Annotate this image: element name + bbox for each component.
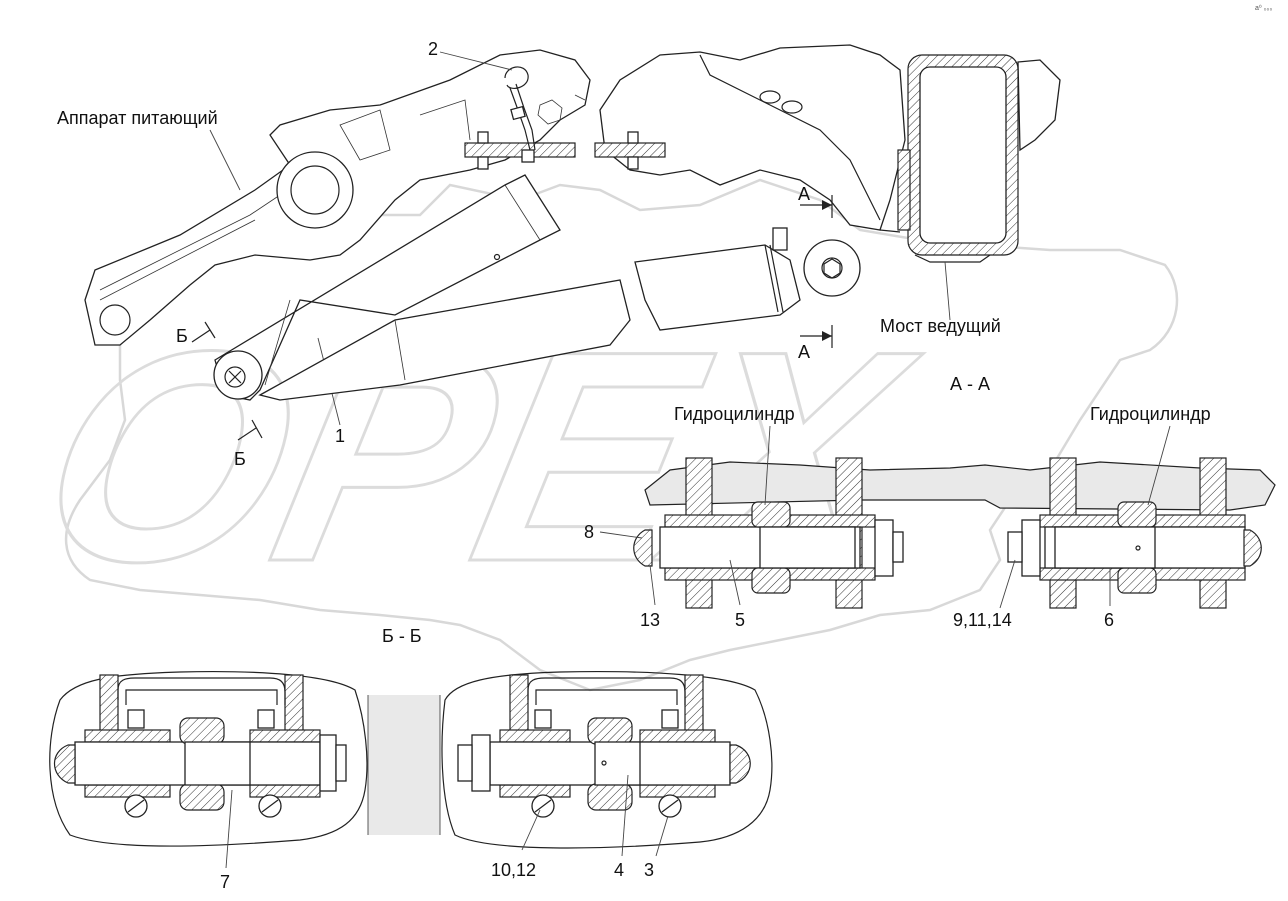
section-aa-view	[633, 457, 1276, 609]
callout-5: 5	[735, 610, 745, 630]
cut-mark-a	[800, 195, 833, 348]
callout-3: 3	[644, 860, 654, 880]
leader-5	[729, 559, 741, 606]
drive-axle-box	[879, 54, 1061, 263]
leader-13	[649, 564, 656, 606]
leader-9-11-14	[999, 559, 1016, 609]
cut-mark-b	[191, 321, 263, 441]
section-bb-label: Б - Б	[382, 626, 422, 646]
section-bb-view	[49, 670, 773, 849]
callout-4: 4	[614, 860, 624, 880]
callout-7: 7	[220, 872, 230, 892]
callout-10-12: 10,12	[491, 860, 536, 880]
leader-2	[439, 51, 513, 71]
leader-4	[621, 774, 629, 857]
leader-7	[225, 789, 233, 869]
hydrocylinder-leader-2	[1147, 425, 1171, 506]
hydrocylinder-leader-1	[764, 425, 771, 506]
hydrocylinder-label-2: Гидроцилиндр	[1090, 404, 1211, 424]
hydrocylinder-body	[258, 227, 861, 401]
cut-b-bottom: Б	[234, 449, 246, 469]
callout-9-11-14: 9,11,14	[953, 610, 1012, 630]
callout-13: 13	[640, 610, 660, 630]
callout-6: 6	[1104, 610, 1114, 630]
callout-1: 1	[335, 426, 345, 446]
leader-10-12	[521, 809, 541, 851]
cut-b-top: Б	[176, 326, 188, 346]
leader-3	[655, 815, 669, 857]
drive-axle-label: Мост ведущий	[880, 316, 1001, 336]
drive-axle-leader	[944, 261, 951, 321]
leader-8	[599, 531, 643, 539]
hydrocylinder-label-1: Гидроцилиндр	[674, 404, 795, 424]
frame-center	[464, 44, 906, 231]
cut-a-top: А	[798, 184, 810, 204]
feeder-label: Аппарат питающий	[57, 108, 218, 128]
corner-mark: a⁰ ₀₀₀	[1255, 4, 1272, 12]
section-aa-label: А - А	[950, 374, 990, 394]
feeder-body	[84, 49, 591, 346]
pin-part-2	[504, 66, 536, 163]
callout-8: 8	[584, 522, 594, 542]
cut-a-bottom: А	[798, 342, 810, 362]
feeder-leader	[209, 129, 241, 191]
lever-part-1	[213, 174, 561, 401]
callout-2: 2	[428, 39, 438, 59]
